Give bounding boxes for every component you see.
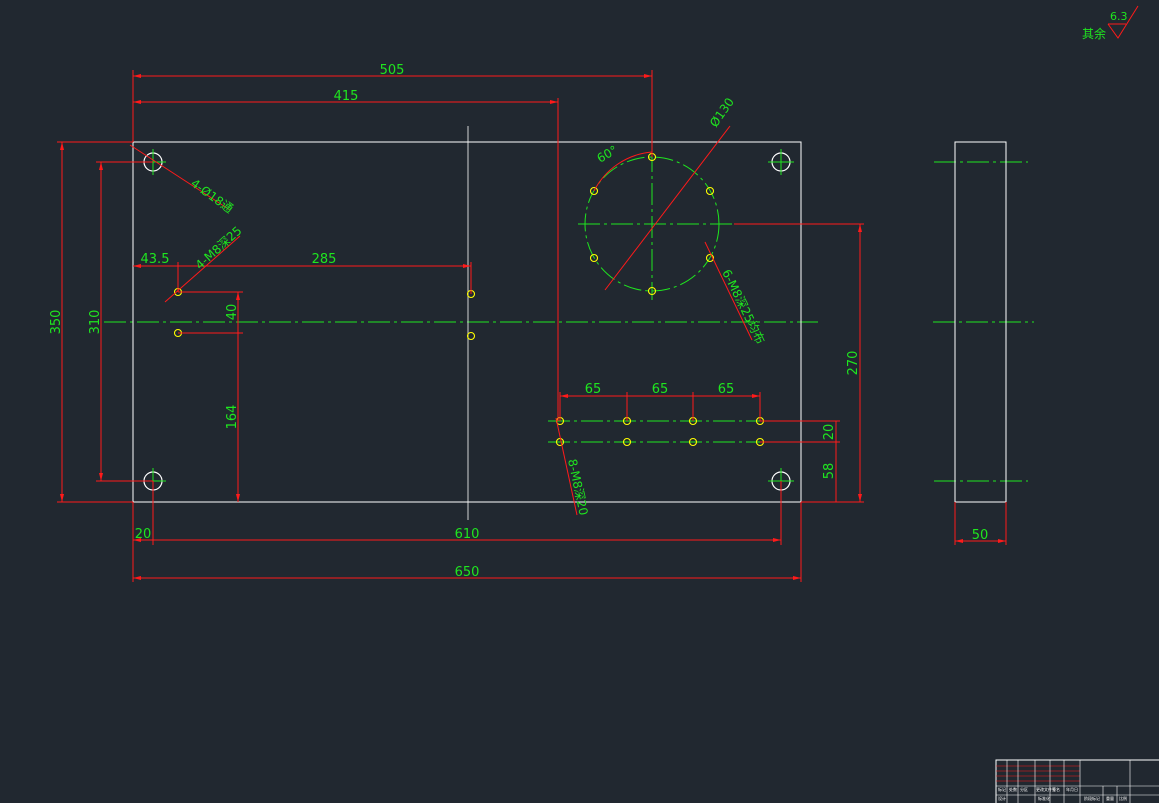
- surface-finish-check-icon: [1107, 5, 1139, 39]
- surface-finish-symbol: 其余 6.3: [1082, 5, 1139, 41]
- tb-cell-4: 签名: [1052, 786, 1060, 792]
- tb-cell-2: 分区: [1020, 786, 1028, 792]
- dim-285: 285: [312, 252, 337, 267]
- dim-20-right: 20: [822, 424, 837, 441]
- tb-cell-9: 重量: [1106, 795, 1114, 801]
- dim-270: 270: [846, 351, 861, 376]
- side-view-outline: [954, 141, 1007, 503]
- dim-164: 164: [225, 405, 240, 430]
- tb-cell-10: 比例: [1119, 795, 1127, 801]
- dimension-texts: 505 415 43.5 285 350 310 40 164 20 610 6…: [49, 63, 988, 580]
- dim-650: 650: [455, 565, 480, 580]
- dim-310: 310: [88, 310, 103, 335]
- callout-corner-holes: 4-Ø18通: [188, 176, 236, 216]
- dim-20-bottom: 20: [135, 527, 152, 542]
- title-block-cells: 标记 处数 分区 更改文件号 签名 年月日 设计 标准化 阶段标记 重量 比例: [998, 786, 1127, 801]
- dim-350: 350: [49, 310, 64, 335]
- dim-40: 40: [225, 304, 240, 321]
- dim-65-b: 65: [652, 382, 669, 397]
- tb-cell-8: 阶段标记: [1084, 795, 1100, 801]
- surface-finish-label: 其余: [1082, 26, 1106, 41]
- tb-cell-1: 处数: [1009, 786, 1017, 792]
- part-outline: [132, 126, 1007, 520]
- tapped-holes: [173, 152, 765, 447]
- dim-65-a: 65: [585, 382, 602, 397]
- surface-finish-value: 6.3: [1110, 10, 1128, 23]
- dim-415: 415: [334, 89, 359, 104]
- callout-circle-angle: 60°: [595, 143, 620, 166]
- dimension-lines: [57, 70, 1007, 582]
- corner-hole-top-right: [768, 149, 794, 175]
- dim-43-5: 43.5: [141, 252, 170, 267]
- tb-cell-7: 标准化: [1038, 795, 1050, 801]
- callout-circle-holes: 6-M8深25均布: [719, 267, 767, 346]
- callout-circle-diameter: Ø130: [707, 95, 737, 130]
- dim-58: 58: [822, 463, 837, 480]
- title-block: 标记 处数 分区 更改文件号 签名 年月日 设计 标准化 阶段标记 重量 比例: [995, 759, 1159, 803]
- arrowheads: [60, 74, 1006, 580]
- center-lines: [104, 150, 1034, 482]
- callout-row-holes: 8-M8深20: [565, 458, 591, 517]
- tb-cell-3: 更改文件号: [1036, 786, 1056, 792]
- bolt-circle: [584, 156, 720, 292]
- tb-cell-5: 年月日: [1066, 786, 1078, 792]
- dim-50: 50: [972, 528, 989, 543]
- front-view-outline: [132, 141, 802, 503]
- dim-65-c: 65: [718, 382, 735, 397]
- tb-cell-6: 设计: [998, 795, 1006, 801]
- callout-left-tapped: 4-M8深25: [193, 224, 245, 273]
- dim-505: 505: [380, 63, 405, 78]
- dim-610: 610: [455, 527, 480, 542]
- tb-cell-0: 标记: [998, 786, 1006, 792]
- callout-notes: 4-Ø18通 4-M8深25 Ø130 60° 6-M8深25均布 8-M8深2…: [188, 95, 767, 516]
